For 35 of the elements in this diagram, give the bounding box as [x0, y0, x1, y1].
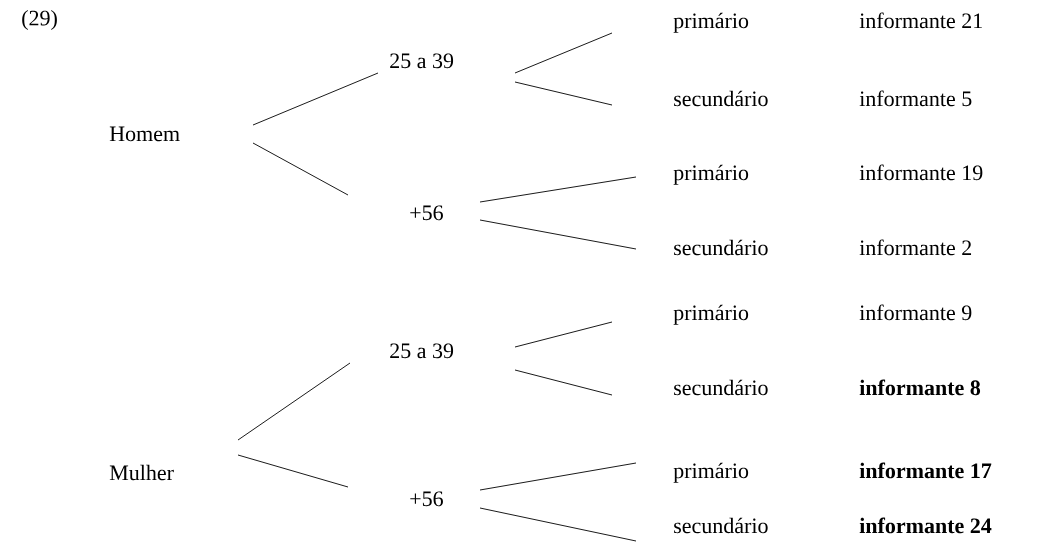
- branch-line: [514, 321, 613, 348]
- education-label: primário: [673, 462, 749, 483]
- branch-line: [237, 362, 351, 441]
- branch-line: [479, 507, 637, 542]
- education-label: secundário: [674, 239, 768, 256]
- branch-line: [479, 462, 637, 491]
- informant-label: informante 2: [859, 239, 972, 256]
- age-label: 25 a 39: [390, 343, 454, 359]
- branch-line: [514, 369, 613, 396]
- informant-label: informante 9: [859, 304, 972, 321]
- branch-line: [479, 219, 637, 250]
- branch-line: [237, 454, 349, 488]
- example-number: (29): [22, 10, 57, 30]
- branch-line: [514, 32, 613, 74]
- informant-label: informante 19: [859, 164, 983, 181]
- informant-label: informante 8: [859, 379, 981, 396]
- branch-line: [479, 176, 637, 203]
- education-label: secundário: [674, 517, 768, 534]
- age-label: 25 a 39: [390, 53, 454, 69]
- category-label: Mulher: [109, 464, 174, 481]
- education-label: primário: [673, 304, 749, 325]
- education-label: primário: [673, 164, 749, 185]
- age-label: +56: [410, 491, 443, 507]
- education-label: secundário: [674, 90, 768, 107]
- informant-label: informante 5: [859, 90, 972, 107]
- education-label: primário: [673, 12, 749, 33]
- education-label: secundário: [674, 379, 768, 396]
- informant-label: informante 21: [859, 12, 982, 29]
- branch-line: [252, 72, 379, 126]
- branch-line: [514, 81, 613, 106]
- informant-label: informante 17: [859, 462, 992, 479]
- age-label: +56: [410, 205, 443, 221]
- category-label: Homem: [109, 126, 180, 142]
- informant-label: informante 24: [859, 517, 992, 534]
- branch-line: [252, 142, 349, 196]
